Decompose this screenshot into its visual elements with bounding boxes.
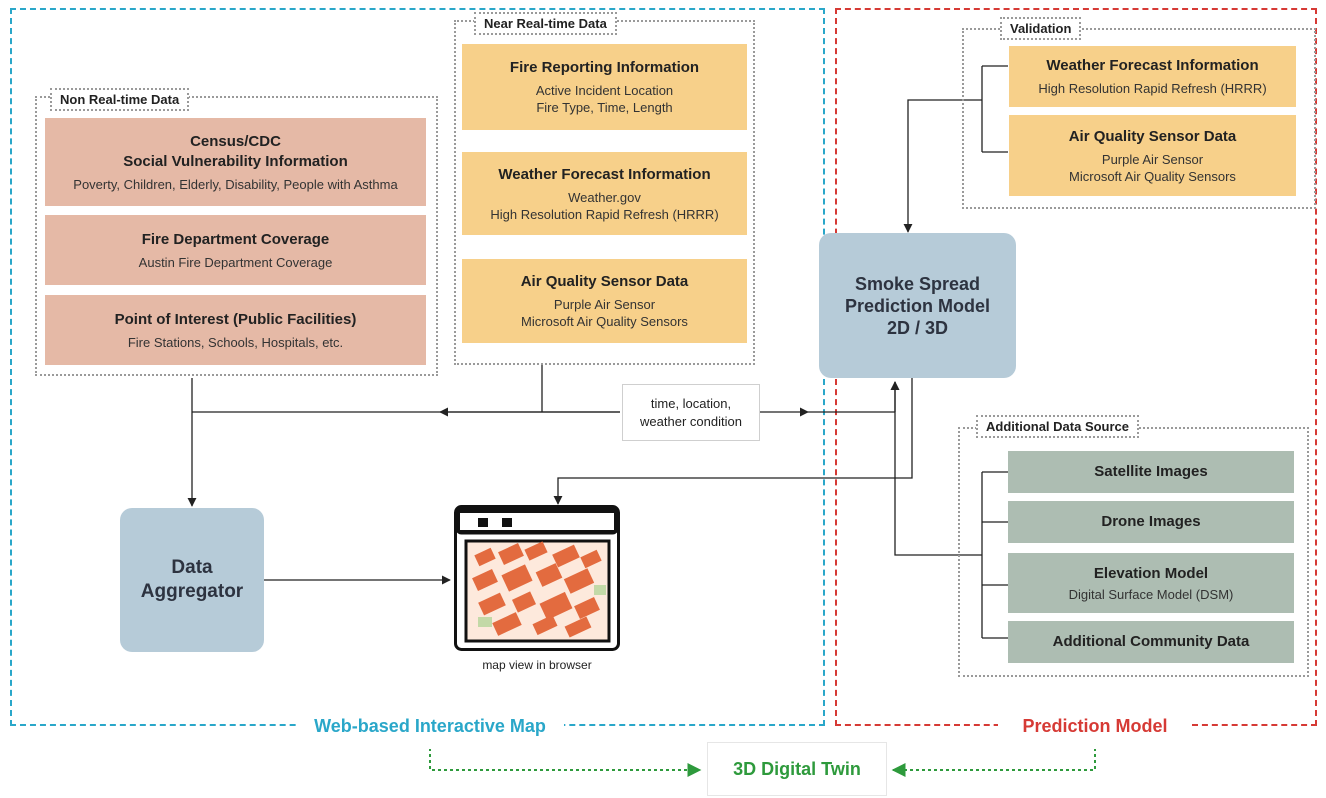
prediction-to-twin-arrow	[891, 742, 1096, 777]
web-map-label: Web-based Interactive Map	[296, 703, 564, 749]
poi-title: Point of Interest (Public Facilities)	[114, 310, 357, 328]
condition-line2: weather condition	[640, 413, 742, 429]
satellite-card: Satellite Images	[1008, 451, 1294, 493]
validation-air-sub1: Purple Air Sensor	[1101, 151, 1204, 167]
weather-forecast-card: Weather Forecast Information Weather.gov…	[462, 152, 747, 235]
additional-label: Additional Data Source	[976, 415, 1140, 438]
census-cdc-sub: Poverty, Children, Elderly, Disability, …	[73, 176, 398, 192]
digital-twin-label: 3D Digital Twin	[707, 742, 887, 796]
census-cdc-card: Census/CDC Social Vulnerability Informat…	[45, 118, 426, 206]
weather-forecast-sub1: Weather.gov	[568, 189, 641, 205]
aggregator-line1: Data	[171, 557, 213, 578]
smoke-model-box: Smoke Spread Prediction Model 2D / 3D	[819, 233, 1016, 378]
fire-dept-sub: Austin Fire Department Coverage	[138, 254, 333, 270]
validation-group	[962, 28, 1316, 209]
drone-card: Drone Images	[1008, 501, 1294, 543]
air-quality-card: Air Quality Sensor Data Purple Air Senso…	[462, 259, 747, 343]
validation-label: Validation	[1000, 17, 1082, 40]
validation-weather-sub: High Resolution Rapid Refresh (HRRR)	[1038, 81, 1267, 96]
browser-map-icon	[454, 505, 620, 651]
non-realtime-group	[35, 96, 438, 376]
drone-title: Drone Images	[1101, 513, 1201, 530]
data-aggregator-box: Data Aggregator	[120, 508, 264, 652]
fire-dept-card: Fire Department Coverage Austin Fire Dep…	[45, 215, 426, 285]
validation-air-sub2: Microsoft Air Quality Sensors	[1069, 168, 1236, 184]
validation-to-model-arrow	[903, 99, 982, 233]
elevation-title: Elevation Model	[1093, 564, 1209, 582]
map-caption: map view in browser	[482, 658, 592, 672]
satellite-title: Satellite Images	[1094, 463, 1208, 480]
non-realtime-label: Non Real-time Data	[50, 88, 190, 111]
fire-reporting-title: Fire Reporting Information	[509, 59, 700, 76]
near-realtime-label: Near Real-time Data	[474, 12, 617, 35]
additional-to-model-arrow	[890, 381, 982, 556]
fire-dept-title: Fire Department Coverage	[141, 230, 330, 248]
smoke-model-line3: 2D / 3D	[886, 317, 948, 338]
air-quality-sub1: Purple Air Sensor	[553, 297, 656, 312]
fire-reporting-card: Fire Reporting Information Active Incide…	[462, 44, 747, 130]
validation-air-title: Air Quality Sensor Data	[1068, 127, 1237, 145]
elevation-card: Elevation Model Digital Surface Model (D…	[1008, 553, 1294, 613]
smoke-model-line2: Prediction Model	[844, 295, 990, 316]
poi-card: Point of Interest (Public Facilities) Fi…	[45, 295, 426, 365]
census-cdc-title-line2: Social Vulnerability Information	[123, 152, 348, 170]
air-quality-sub2: Microsoft Air Quality Sensors	[521, 314, 688, 329]
prediction-model-label: Prediction Model	[998, 703, 1192, 749]
air-quality-title: Air Quality Sensor Data	[520, 273, 689, 290]
census-cdc-title-line1: Census/CDC	[190, 132, 281, 150]
community-card: Additional Community Data	[1008, 621, 1294, 663]
condition-line1: time, location,	[650, 395, 732, 411]
condition-box: time, location, weather condition	[622, 384, 760, 441]
smoke-model-line1: Smoke Spread	[854, 273, 981, 294]
weather-forecast-title: Weather Forecast Information	[498, 165, 711, 183]
elevation-sub: Digital Surface Model (DSM)	[1068, 586, 1234, 602]
weather-forecast-sub2: High Resolution Rapid Refresh (HRRR)	[490, 206, 719, 222]
poi-sub: Fire Stations, Schools, Hospitals, etc.	[127, 334, 344, 350]
validation-weather-card: Weather Forecast Information High Resolu…	[1009, 46, 1296, 107]
fire-reporting-sub2: Fire Type, Time, Length	[536, 100, 673, 115]
aggregator-line2: Aggregator	[140, 581, 244, 602]
model-to-map-arrow	[553, 378, 913, 505]
community-title: Additional Community Data	[1052, 633, 1250, 650]
validation-air-card: Air Quality Sensor Data Purple Air Senso…	[1009, 115, 1296, 196]
validation-weather-title: Weather Forecast Information	[1046, 57, 1259, 74]
fire-reporting-sub1: Active Incident Location	[535, 83, 674, 98]
